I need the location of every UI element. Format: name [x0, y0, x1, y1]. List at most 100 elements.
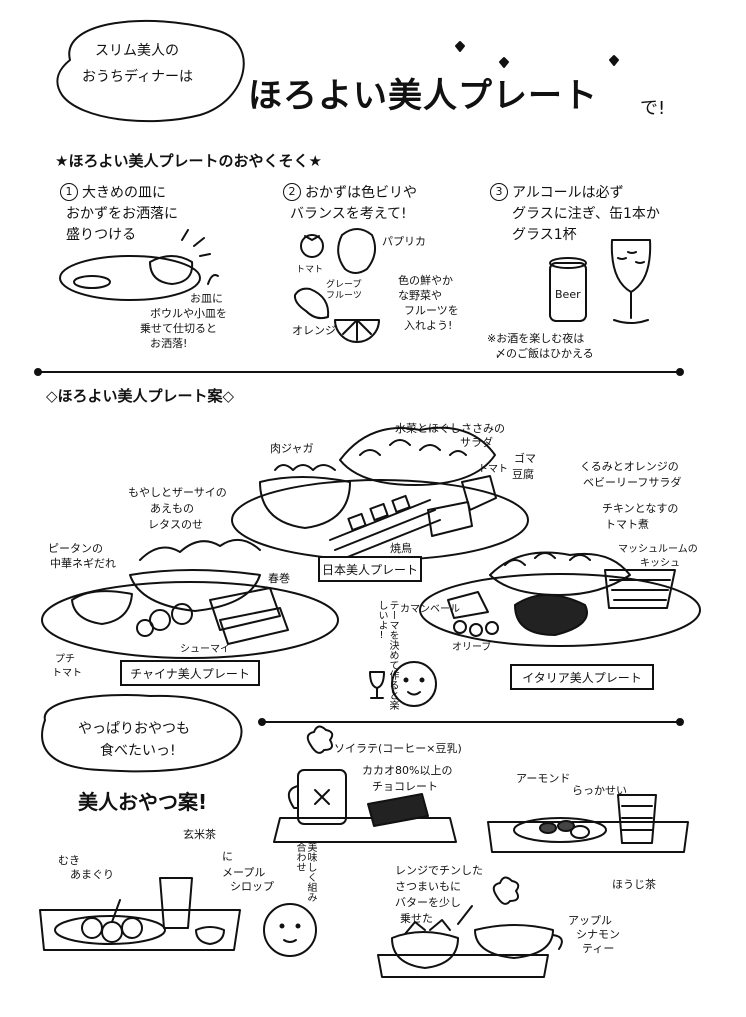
genmaicha-cup — [159, 877, 193, 929]
china-item-moyashi-3: レタスのせ — [148, 518, 203, 531]
beer-can-icon — [549, 262, 587, 322]
yakitori-skewers — [329, 499, 441, 561]
amaguri-tray — [39, 909, 241, 951]
chestnut — [81, 917, 103, 939]
chicken-tomato — [514, 594, 588, 636]
heart-icon — [455, 41, 465, 52]
houjicha-cup — [617, 794, 657, 844]
plate-note-2: ボウルや小皿を — [150, 307, 227, 320]
snack-chocolate-1: カカオ80%以上の — [362, 764, 453, 777]
italy-item-quiche-2: キッシュ — [640, 558, 680, 569]
snack-genmaicha-1: 玄米茶 — [183, 828, 216, 841]
veg-note-3: フルーツを — [404, 304, 459, 317]
japan-item-nikujaga: 肉ジャガ — [270, 442, 314, 455]
snack-sweetpotato-1: レンジでチンした — [395, 864, 483, 877]
rule-3-line2: グラスに注ぎ、缶1本か — [512, 206, 660, 222]
china-item-moyashi-2: あえもの — [150, 502, 194, 515]
italy-item-chicken-1: チキンとなすの — [602, 502, 679, 515]
italy-plate-banner: イタリア美人プレート — [510, 664, 654, 690]
page-title: ほろよい美人プレート — [248, 76, 598, 116]
italy-item-salad-2: ベビーリーフサラダ — [583, 476, 682, 489]
bowl-icon — [149, 255, 194, 285]
snack-bubble-line2: 食べたいっ! — [100, 743, 176, 759]
quiche — [604, 569, 676, 609]
chestnut — [121, 917, 143, 939]
italy-plate — [419, 573, 701, 647]
paprika-icon — [337, 228, 377, 274]
snack-chocolate-2: チョコレート — [372, 780, 438, 793]
snack-almond: アーモンド — [516, 772, 571, 785]
rule-3-line1: アルコールは必ず — [512, 185, 624, 201]
china-item-pidan-1: ピータンの — [48, 542, 103, 555]
china-item-tomato: トマト — [52, 668, 82, 679]
rule-2-line2: バランスを考えて! — [290, 206, 407, 222]
snack-combo-note: 美味しく組み合わせ — [294, 842, 316, 902]
veg-note-1: 色の鮮やか — [398, 274, 453, 287]
snack-sweetpotato-2: さつまいもに — [395, 880, 461, 893]
camembert — [447, 591, 489, 619]
tomato-icon — [300, 234, 324, 258]
snack-genmaicha-2: に — [222, 850, 233, 863]
china-item-pidan-2: 中華ネギだれ — [50, 557, 116, 570]
almond — [557, 820, 575, 832]
tofu-block — [427, 501, 473, 537]
nuts-tray — [487, 821, 689, 853]
grapefruit-icon — [334, 319, 380, 343]
japan-item-goma: ゴマ — [514, 452, 536, 465]
baby-leaf-salad — [489, 551, 631, 596]
rule-3-line3: グラス1杯 — [512, 227, 577, 243]
rule-1-number: 1 — [60, 183, 78, 201]
china-item-shumai: シューマイ — [180, 644, 230, 655]
olive — [453, 620, 467, 634]
japan-item-salad-1: 水菜とほぐしささみの — [395, 422, 505, 435]
character-face — [263, 903, 317, 957]
italy-item-camembert: カマンベール — [400, 604, 460, 615]
header-speech-bubble — [56, 19, 245, 123]
china-item-petit: プチ — [55, 654, 75, 665]
wine-glass-icon — [369, 671, 385, 699]
shumai — [149, 609, 171, 631]
bubble-line2: おうちディナーは — [82, 69, 194, 85]
label-grapefruit: グレープ フルーツ — [326, 280, 362, 301]
snack-genmaicha-4: シロップ — [230, 880, 274, 893]
plate-note-1: お皿に — [190, 292, 223, 305]
harumaki — [209, 587, 281, 631]
heart-icon — [499, 57, 509, 68]
peanut — [570, 825, 590, 839]
snack-amaguri-1: むき — [58, 854, 80, 867]
moyashi-bowl — [129, 569, 261, 612]
snack-heading: 美人おやつ案! — [78, 790, 208, 814]
snack-sweetpotato-4: 乗せた — [400, 912, 433, 925]
snack-apple-tea-1: アップル — [568, 914, 612, 927]
pidan-dish — [71, 590, 133, 625]
salad-mound — [339, 426, 496, 486]
veg-note-2: な野菜や — [398, 289, 442, 302]
japan-item-yakitori: 焼鳥 — [390, 542, 412, 555]
plate-icon — [59, 255, 201, 301]
orange-slice-icon — [293, 287, 330, 320]
syrup-dish — [195, 926, 225, 945]
flower-icon — [306, 725, 334, 754]
label-tomato: トマト — [296, 265, 324, 275]
snack-bubble-line1: やっぱりおやつも — [78, 721, 190, 737]
italy-item-chicken-2: トマト煮 — [605, 518, 649, 531]
snack-soy-latte: ソイラテ(コーヒー×豆乳) — [334, 742, 462, 755]
rules-heading: ★ほろよい美人プレートのおやくそく★ — [55, 152, 322, 170]
snack-apple-tea-3: ティー — [582, 942, 615, 955]
tea-cup — [474, 924, 554, 959]
rule-2-line1: おかずは色ビリや — [305, 185, 417, 201]
flower-icon — [492, 876, 520, 905]
japan-item-tofu: 豆腐 — [512, 468, 534, 481]
china-plate-banner: チャイナ美人プレート — [120, 660, 260, 686]
italy-item-salad-1: くるみとオレンジの — [580, 460, 679, 473]
chestnut — [101, 921, 123, 943]
rule-1-line2: おかずをお洒落に — [66, 206, 178, 222]
rule-3-number: 3 — [490, 183, 508, 201]
cherry-tomato — [136, 619, 154, 637]
italy-item-olive: オリーブ — [452, 642, 492, 653]
character-face — [391, 661, 437, 707]
sweetpotato-tray — [377, 954, 549, 978]
plate-note-4: お洒落! — [150, 337, 188, 350]
theme-note: テーマを決めて作ると楽しいよ! — [376, 600, 398, 710]
